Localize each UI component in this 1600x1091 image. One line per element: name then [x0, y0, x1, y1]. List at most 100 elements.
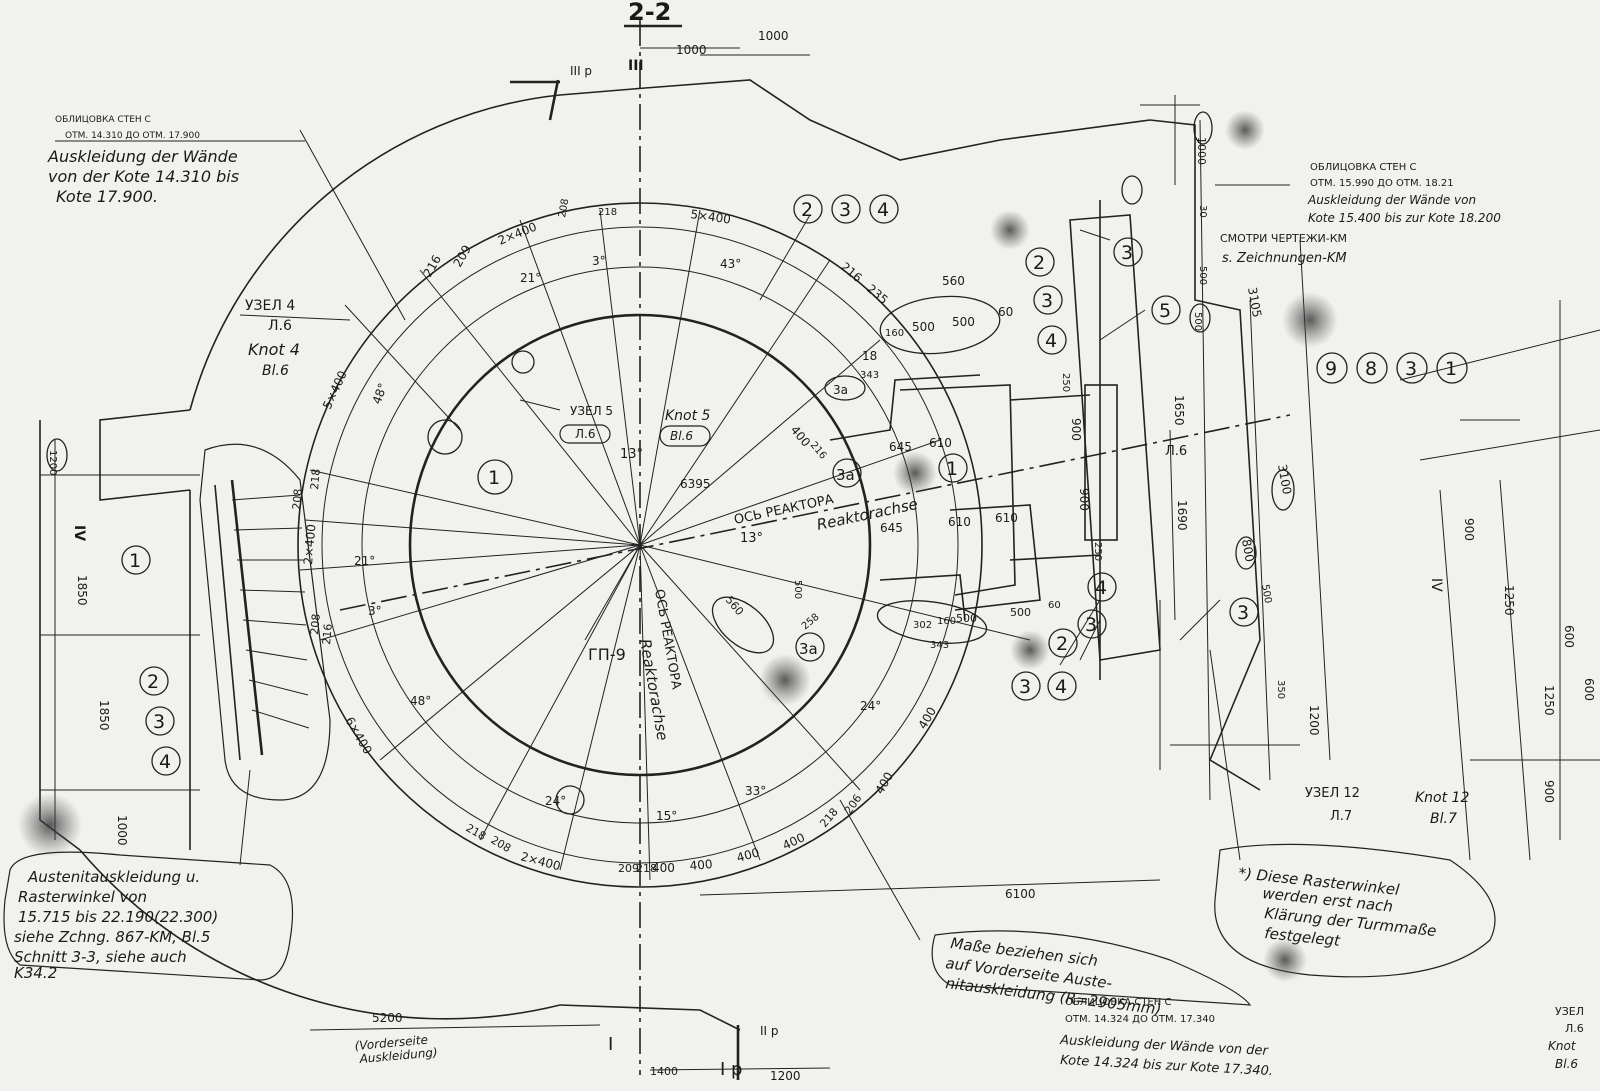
svg-text:ОТМ. 15.990 ДО ОТМ. 18.21: ОТМ. 15.990 ДО ОТМ. 18.21: [1310, 178, 1454, 189]
node-5-label: УЗЕЛ 5 Л.6 Knot 5 Bl.6: [559, 404, 711, 447]
svg-text:6395: 6395: [680, 477, 711, 491]
svg-text:400: 400: [689, 857, 713, 873]
svg-text:Kote 17.900.: Kote 17.900.: [56, 187, 158, 206]
callout-3-right: 3: [1033, 285, 1063, 315]
svg-text:4: 4: [159, 751, 171, 773]
svg-text:IV: IV: [1428, 578, 1444, 592]
callout-1-center: 1: [477, 459, 513, 495]
svg-text:3: 3: [153, 711, 165, 733]
svg-text:1200: 1200: [770, 1069, 801, 1083]
callout-1-left: 1: [121, 545, 151, 575]
svg-text:4: 4: [1095, 577, 1107, 599]
svg-text:610: 610: [948, 515, 971, 529]
austenit-note: Austenitauskleidung u. Rasterwinkel von …: [3, 851, 294, 982]
svg-text:Л.6: Л.6: [268, 318, 292, 334]
callout-1-node: [427, 419, 463, 455]
section-title: 2-2: [624, 0, 682, 28]
svg-text:Knot: Knot: [1548, 1039, 1577, 1053]
svg-text:33°: 33°: [745, 784, 766, 798]
svg-text:13°: 13°: [740, 531, 763, 546]
svg-text:24°: 24°: [545, 794, 566, 808]
svg-text:1: 1: [129, 550, 141, 572]
outer-outline: [39, 79, 1261, 1031]
svg-text:Kote 15.400 bis zur Kote 18.20: Kote 15.400 bis zur Kote 18.200: [1308, 211, 1501, 225]
svg-text:1200: 1200: [47, 450, 58, 475]
svg-text:Bl.6: Bl.6: [1555, 1057, 1578, 1071]
svg-text:3105: 3105: [1245, 286, 1264, 319]
svg-text:1: 1: [946, 458, 958, 480]
svg-text:Knot 4: Knot 4: [248, 340, 300, 359]
svg-text:3a: 3a: [799, 640, 818, 658]
svg-text:500: 500: [792, 580, 803, 599]
svg-text:21°: 21°: [520, 271, 541, 285]
svg-text:Knot 5: Knot 5: [665, 408, 711, 424]
svg-text:ОТМ. 14.310 ДО ОТМ. 17.900: ОТМ. 14.310 ДО ОТМ. 17.900: [65, 131, 200, 141]
svg-text:30: 30: [1197, 205, 1208, 218]
left-wall-segment: [199, 443, 331, 801]
svg-text:9: 9: [1325, 358, 1337, 380]
svg-text:s. Zeichnungen-KM: s. Zeichnungen-KM: [1222, 251, 1347, 266]
callout-4-lower-right: 3: [1077, 609, 1107, 639]
callout-3-far-right: 3: [1229, 597, 1259, 627]
svg-text:3: 3: [1237, 602, 1249, 624]
svg-text:500: 500: [1192, 312, 1203, 331]
svg-text:48°: 48°: [370, 381, 390, 406]
svg-text:3a: 3a: [836, 466, 855, 484]
svg-text:I p: I p: [720, 1059, 742, 1080]
svg-text:4: 4: [877, 199, 889, 221]
svg-text:160: 160: [885, 328, 904, 339]
svg-text:1: 1: [488, 467, 500, 489]
callout-2-top: 2: [793, 194, 823, 224]
svg-text:218: 218: [598, 207, 617, 218]
svg-text:6100: 6100: [1005, 887, 1036, 901]
svg-text:218: 218: [636, 862, 657, 875]
svg-text:3a: 3a: [833, 383, 848, 397]
svg-text:60: 60: [1048, 600, 1061, 611]
svg-text:3100: 3100: [1275, 463, 1294, 496]
svg-text:1850: 1850: [97, 700, 111, 731]
svg-text:3: 3: [1019, 676, 1031, 698]
svg-text:208: 208: [290, 488, 305, 510]
svg-text:УЗЕЛ 4: УЗЕЛ 4: [245, 298, 295, 314]
svg-text:УЗЕЛ 12: УЗЕЛ 12: [1305, 786, 1360, 801]
svg-text:1200: 1200: [1307, 705, 1321, 736]
svg-text:2×400: 2×400: [301, 524, 318, 566]
svg-text:500: 500: [956, 612, 977, 625]
svg-text:60: 60: [998, 305, 1013, 319]
svg-text:1000: 1000: [1195, 137, 1208, 165]
vorderseite-label: (Vorderseite Auskleidung): [354, 1033, 438, 1066]
callout-8: 8: [1356, 352, 1388, 384]
svg-text:24°: 24°: [860, 699, 881, 713]
svg-text:K34.2: K34.2: [14, 964, 57, 982]
callout-3a-small: 3a: [824, 375, 866, 401]
svg-text:610: 610: [929, 436, 952, 450]
svg-text:4: 4: [1055, 676, 1067, 698]
callout-3-right-top: 3: [1113, 237, 1143, 267]
callout-2-left: 2: [139, 666, 169, 696]
node-12-label: УЗЕЛ 12 Л.7 Knot 12 Bl.7: [1305, 786, 1469, 827]
svg-text:СМОТРИ ЧЕРТЕЖИ-КМ: СМОТРИ ЧЕРТЕЖИ-КМ: [1220, 232, 1347, 245]
svg-text:Bl.6: Bl.6: [262, 363, 289, 379]
svg-text:(Vorderseite: (Vorderseite: [354, 1033, 428, 1053]
svg-text:15°: 15°: [656, 809, 677, 823]
callout-3-lower-right: 4: [1087, 572, 1117, 602]
svg-text:160: 160: [937, 616, 956, 627]
svg-text:900: 900: [1069, 418, 1083, 441]
svg-text:1000: 1000: [115, 815, 129, 846]
rasterwinkel-note: *) Diese Rasterwinkel werden erst nach K…: [1214, 843, 1496, 978]
svg-text:Bl.7: Bl.7: [1430, 811, 1457, 827]
svg-text:400: 400: [652, 861, 675, 875]
node-4-label: УЗЕЛ 4 Л.6 Knot 4 Bl.6: [239, 298, 351, 379]
callout-3-nine: 3: [1396, 352, 1428, 384]
svg-text:von der Kote 14.310 bis: von der Kote 14.310 bis: [48, 167, 239, 186]
svg-text:5: 5: [1159, 300, 1171, 322]
svg-text:800: 800: [1239, 538, 1257, 563]
callout-2-right: 2: [1025, 247, 1055, 277]
node-side-label: Л.6: [1165, 444, 1187, 459]
svg-text:500: 500: [1197, 266, 1208, 285]
svg-text:343: 343: [860, 370, 879, 381]
svg-text:1690: 1690: [1175, 500, 1189, 531]
svg-text:4: 4: [1045, 330, 1057, 352]
callout-3-bottom: 3: [1011, 671, 1041, 701]
svg-text:2: 2: [147, 671, 159, 693]
